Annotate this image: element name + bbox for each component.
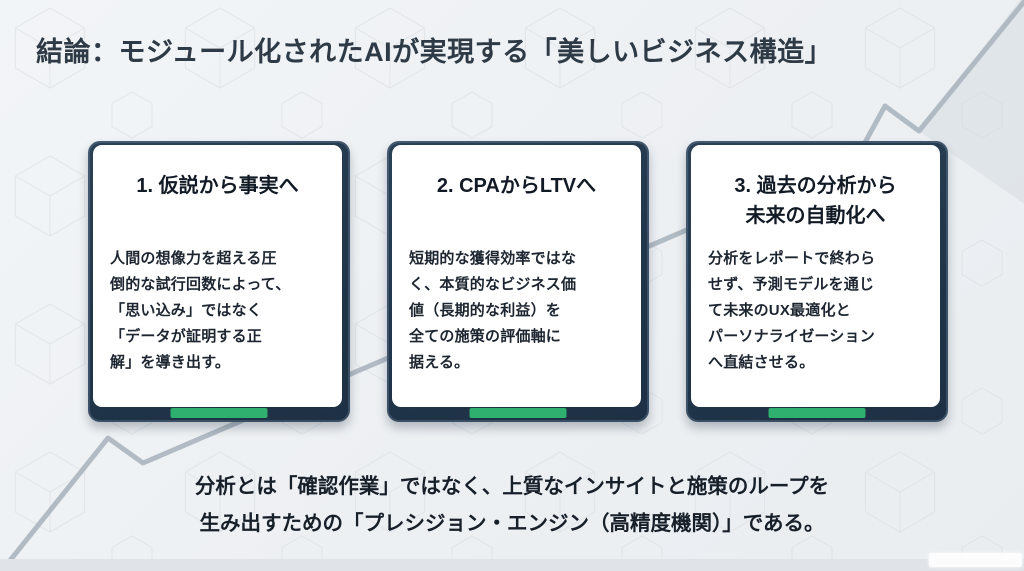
card-hypothesis-to-fact: 1. 仮説から事実へ 人間の想像力を超える圧 倒的な試行回数によって、 「思い込… [88,141,350,422]
card-text: 人間の想像力を超える圧 倒的な試行回数によって、 「思い込み」ではなく 「データ… [110,250,291,372]
card-cpa-to-ltv: 2. CPAからLTVへ 短期的な獲得効率ではな く、本質的なビジネス価 値（長… [387,141,649,422]
card-heading: 3. 過去の分析から 未来の自動化へ [734,175,897,227]
footer-line-2: 生み出すための「プレシジョン・エンジン（高精度機関）」である。 [199,512,825,536]
card-heading: 1. 仮説から事実へ [136,175,299,197]
card-body: 2. CPAからLTVへ 短期的な獲得効率ではな く、本質的なビジネス価 値（長… [392,145,641,407]
footer-statement: 分析とは「確認作業」ではなく、上質なインサイトと施策のループを 生み出すための「… [0,468,1024,543]
card-text: 短期的な獲得効率ではな く、本質的なビジネス価 値（長期的な利益）を 全ての施策… [409,250,577,372]
card-body: 1. 仮説から事実へ 人間の想像力を超える圧 倒的な試行回数によって、 「思い込… [93,145,342,407]
card-past-to-future: 3. 過去の分析から 未来の自動化へ 分析をレポートで終わら せず、予測モデルを… [686,141,948,422]
cards-row: 1. 仮説から事実へ 人間の想像力を超える圧 倒的な試行回数によって、 「思い込… [88,141,949,422]
bottom-strip [0,559,1024,571]
card-heading: 2. CPAからLTVへ [436,175,597,197]
card-accent-bar [469,408,567,418]
card-accent-bar [768,408,866,418]
card-accent-bar [170,408,268,418]
watermark-box [929,553,1022,567]
slide-title: 結論：モジュール化されたAIが実現する「美しいビジネス構造」 [36,37,833,67]
card-body: 3. 過去の分析から 未来の自動化へ 分析をレポートで終わら せず、予測モデルを… [691,145,940,407]
footer-line-1: 分析とは「確認作業」ではなく、上質なインサイトと施策のループを [194,475,830,498]
card-text: 分析をレポートで終わら せず、予測モデルを通じ て未来のUX最適化と パーソナラ… [708,250,876,372]
